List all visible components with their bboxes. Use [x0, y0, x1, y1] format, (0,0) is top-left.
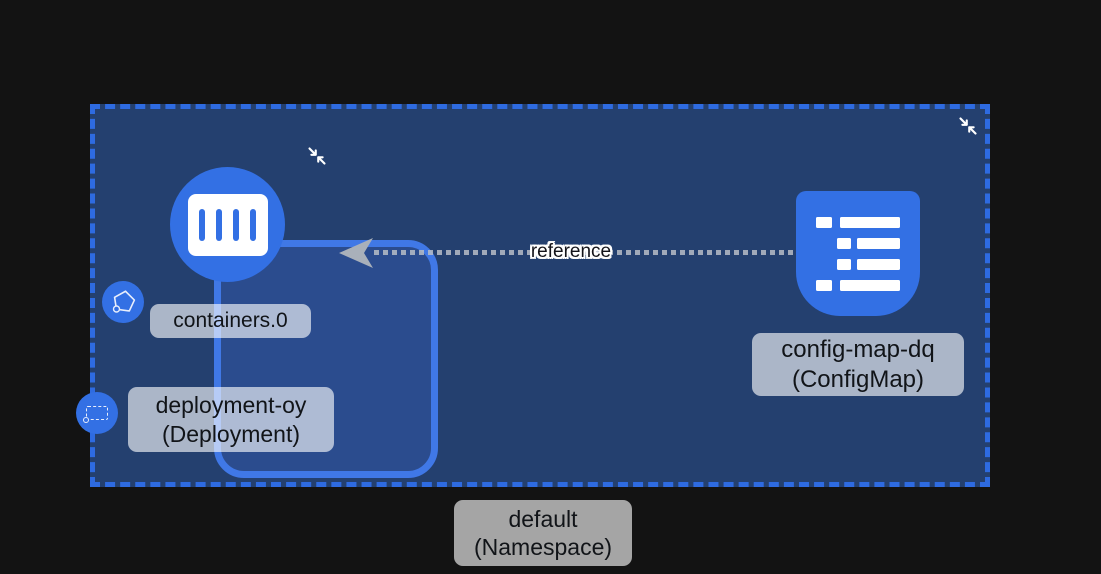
reference-edge — [374, 250, 796, 255]
container-icon-bar — [216, 208, 222, 241]
namespace-name: default — [508, 505, 578, 532]
configmap-name: config-map-dq — [781, 336, 935, 364]
container-icon — [187, 193, 268, 256]
deployment-dashed-square-badge-icon — [76, 392, 118, 434]
configmap-kind: (ConfigMap) — [791, 365, 925, 393]
arrowhead-left-icon — [339, 238, 373, 268]
edge-label[interactable]: reference — [530, 241, 612, 262]
deployment-name: deployment-oy — [155, 392, 307, 419]
namespace-kind: (Namespace) — [473, 534, 613, 560]
container-icon-bar — [199, 208, 205, 241]
container-icon-bar — [250, 208, 256, 241]
container-label-text: containers.0 — [173, 309, 288, 333]
configmap-node[interactable] — [796, 191, 920, 316]
configmap-label[interactable]: config-map-dq (ConfigMap) — [752, 333, 964, 396]
deployment-collapse-button[interactable] — [307, 146, 327, 166]
deployment-label[interactable]: deployment-oy (Deployment) — [128, 387, 334, 452]
collapse-arrows-icon — [959, 117, 977, 135]
configmap-list-icon — [816, 217, 832, 228]
container-label[interactable]: containers.0 — [150, 304, 311, 338]
pentagon-icon — [112, 290, 136, 313]
deployment-kind: (Deployment) — [161, 420, 301, 447]
container-node[interactable] — [170, 167, 285, 282]
dot-icon — [83, 417, 89, 423]
collapse-arrows-icon — [308, 147, 326, 165]
dashed-rect-icon — [83, 406, 108, 423]
container-icon-bar — [233, 208, 239, 241]
namespace-label[interactable]: default (Namespace) — [454, 500, 632, 566]
namespace-collapse-button[interactable] — [958, 116, 978, 136]
replicaset-pentagon-badge-icon — [102, 281, 144, 323]
